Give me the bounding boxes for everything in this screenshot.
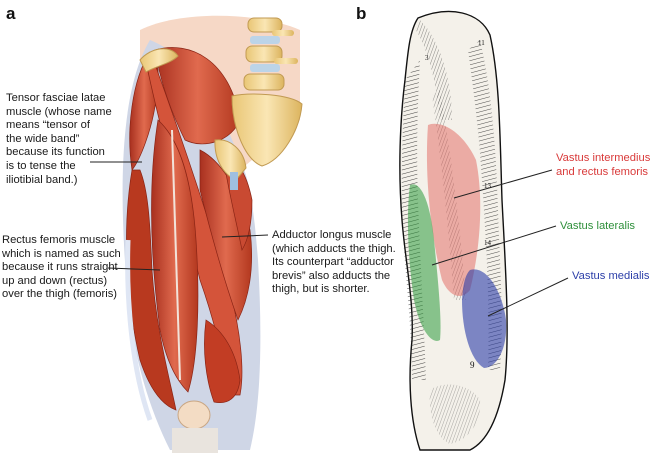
label-tensor-fasciae-latae: Tensor fasciae latae muscle (whose name …	[6, 92, 112, 187]
leader-intermedius	[453, 169, 553, 199]
label-line: Vastus intermedius	[556, 152, 651, 164]
pubic-bone	[214, 139, 247, 181]
label-line: Adductor longus muscle	[272, 229, 392, 241]
leader-rectus	[107, 267, 161, 271]
panel-b-leaders	[431, 169, 569, 317]
knee-hatching	[429, 384, 481, 444]
hip-hatching	[416, 20, 452, 120]
vastus-lateralis-overlay	[407, 184, 441, 341]
vastus-intermedius-overlay	[426, 123, 481, 296]
label-line: (which adducts the thigh.	[272, 242, 396, 255]
label-line: is to tense the	[6, 159, 76, 172]
label-line: up and down (rectus)	[2, 274, 108, 287]
vastus-medialis-overlay	[462, 269, 507, 368]
rectus-tendon-line	[171, 129, 181, 381]
engraving-numeral: 14	[484, 239, 492, 247]
label-vastus-lateralis: Vastus lateralis	[560, 220, 635, 234]
iliac-crest	[139, 48, 179, 73]
patella	[177, 400, 211, 430]
engraving-numeral: 3	[425, 54, 429, 62]
panel-letter-a: a	[6, 4, 16, 23]
label-line: Vastus medialis	[572, 270, 650, 282]
panel-a-illustration	[122, 15, 303, 453]
label-rectus-femoris: Rectus femoris muscle which is named as …	[2, 234, 121, 302]
leader-medialis	[487, 277, 569, 317]
label-line: Vastus lateralis	[560, 220, 636, 232]
engraving-numeral: 11	[478, 39, 485, 47]
panel-b-illustration: 3 11 13 14 9	[399, 10, 508, 451]
sacrum	[231, 93, 303, 167]
pubic-symphysis	[230, 172, 238, 190]
label-line: because it runs straight	[2, 261, 118, 274]
label-line: because its function	[6, 146, 105, 159]
label-line: Its counterpart “adductor	[272, 256, 394, 269]
vastus-medialis-muscle	[204, 319, 241, 404]
label-line: means “tensor of	[6, 119, 90, 132]
label-line: thigh, but is shorter.	[272, 283, 370, 296]
lumbar-spine	[243, 17, 298, 91]
label-line: over the thigh (femoris)	[2, 288, 118, 301]
label-line: iliotibial band.)	[6, 173, 78, 186]
label-vastus-medialis: Vastus medialis	[572, 270, 650, 284]
label-line: brevis” also adducts the	[272, 269, 391, 282]
central-hatching	[432, 90, 466, 300]
label-adductor-longus: Adductor longus muscle (which adducts th…	[272, 229, 396, 297]
engraving-numeral: 9	[470, 360, 475, 370]
iliotibial-band	[125, 239, 153, 421]
panel-letter-b: b	[356, 4, 367, 23]
leader-lateralis	[431, 225, 557, 266]
rectus-femoris-muscle	[151, 119, 199, 393]
label-line: and rectus femoris	[556, 165, 649, 178]
label-line: muscle (whose name	[6, 105, 112, 118]
label-vastus-intermedius: Vastus intermedius and rectus femoris	[556, 152, 650, 179]
leader-adductor	[221, 234, 269, 238]
label-line: Tensor fasciae latae	[6, 92, 106, 104]
engraving-numeral: 13	[484, 182, 492, 190]
patellar-tendon	[172, 428, 218, 453]
label-line: the wide band”	[6, 132, 80, 145]
panel-a-leaders	[90, 161, 269, 271]
label-line: which is named as such	[2, 247, 121, 260]
label-line: Rectus femoris muscle	[2, 234, 116, 246]
